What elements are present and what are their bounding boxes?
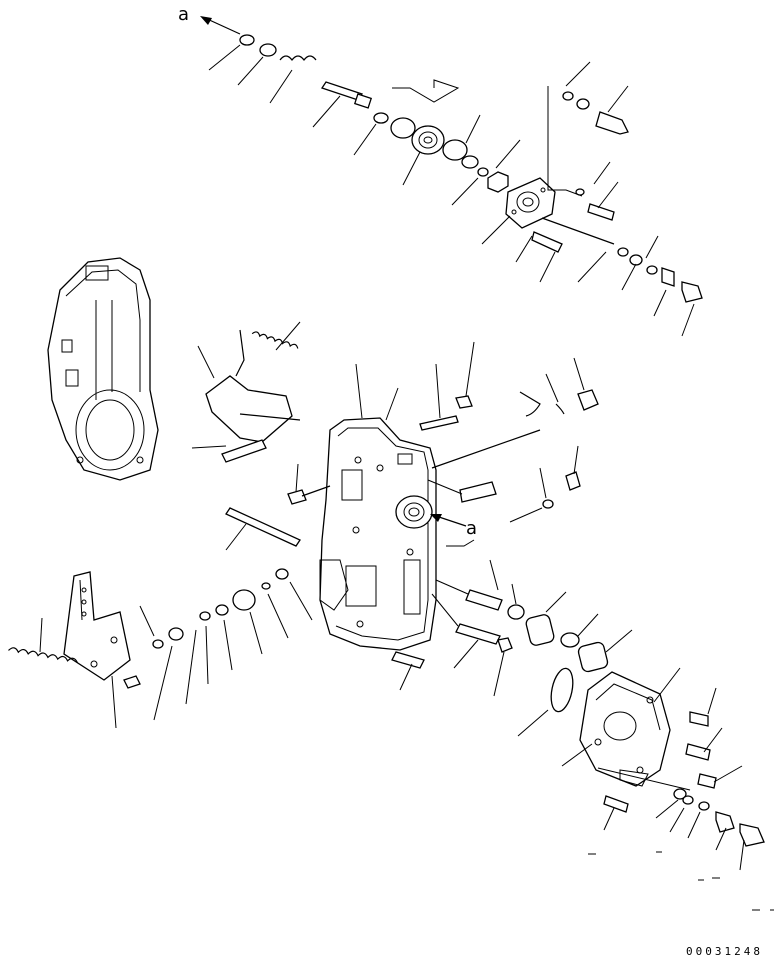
cover-plate-part — [505, 177, 556, 229]
nut-part — [497, 637, 513, 653]
plug-part — [455, 395, 473, 409]
bolt-part — [685, 743, 711, 761]
bolt-part — [595, 111, 629, 135]
nut-part — [487, 171, 509, 193]
bolt-part — [697, 773, 717, 789]
washer-part — [373, 112, 389, 124]
spring-part — [251, 331, 299, 349]
washer-part — [673, 788, 687, 800]
washer-part — [629, 254, 643, 266]
seal-ring-part — [390, 117, 416, 139]
sleeve-part — [525, 614, 555, 646]
washer-part — [275, 568, 289, 580]
screw-part — [531, 231, 563, 253]
nut-part — [123, 675, 141, 689]
bracket-assembly-part — [8, 571, 141, 729]
stud-part — [455, 623, 501, 645]
washer-part — [542, 499, 554, 509]
spring-part — [279, 55, 317, 61]
governor-body-part: a — [319, 363, 477, 651]
washer-part — [617, 247, 629, 257]
pin-part — [419, 415, 459, 431]
bushing-part — [577, 389, 599, 411]
nut-part — [215, 604, 229, 616]
washer-part — [259, 43, 277, 57]
washer-part — [168, 627, 184, 641]
washer-part — [239, 34, 255, 46]
washer-part — [576, 98, 590, 110]
cover-assembly-part — [517, 667, 774, 911]
lower-left-hardware — [139, 507, 313, 721]
drawing-code: 00031248 — [686, 945, 763, 958]
washer-part — [698, 801, 710, 811]
cap-part — [681, 281, 703, 303]
seal-ring-part — [442, 139, 468, 161]
cap-part — [739, 823, 765, 847]
right-side-hardware — [391, 559, 633, 697]
sleeve-part — [577, 641, 609, 673]
o-ring-part — [461, 155, 479, 169]
washer-part — [507, 604, 525, 620]
bolt-part — [225, 507, 301, 547]
sleeve-part — [661, 267, 675, 287]
bolt-part — [465, 589, 503, 611]
washer-part — [646, 265, 658, 275]
washer-part — [152, 639, 164, 649]
bolt-part — [587, 203, 615, 221]
sleeve-part — [232, 589, 256, 611]
reference-label-top: a — [178, 4, 189, 25]
plug-part — [565, 471, 581, 491]
washer-part — [560, 632, 580, 648]
screw-part — [391, 651, 425, 669]
body-top-hardware — [287, 341, 599, 523]
pin-part — [320, 81, 364, 101]
washer-part — [199, 611, 211, 621]
bolt-part — [459, 481, 497, 503]
reference-label-body: a — [466, 518, 477, 539]
body-bore — [395, 495, 433, 529]
spring-part — [8, 647, 78, 663]
top-right-assembly — [481, 61, 703, 337]
plug-part — [287, 489, 307, 505]
pin-part — [221, 439, 267, 463]
gasket-part — [550, 667, 574, 713]
washer-part — [261, 582, 271, 590]
plug-part — [715, 811, 735, 833]
washer-part — [477, 167, 489, 177]
linkage-rod — [431, 429, 541, 469]
governor-housing-part — [47, 257, 159, 481]
bolt-part — [689, 711, 709, 727]
screw-part — [603, 795, 629, 813]
spring-cup-part — [411, 125, 445, 155]
reference-arrow-top: a — [178, 4, 241, 35]
washer-part — [562, 91, 574, 101]
governor-lever-part — [191, 321, 301, 463]
spring-hook — [235, 329, 245, 377]
nut-part — [353, 93, 373, 109]
washer-part — [682, 795, 694, 805]
top-parts-row — [208, 34, 521, 206]
